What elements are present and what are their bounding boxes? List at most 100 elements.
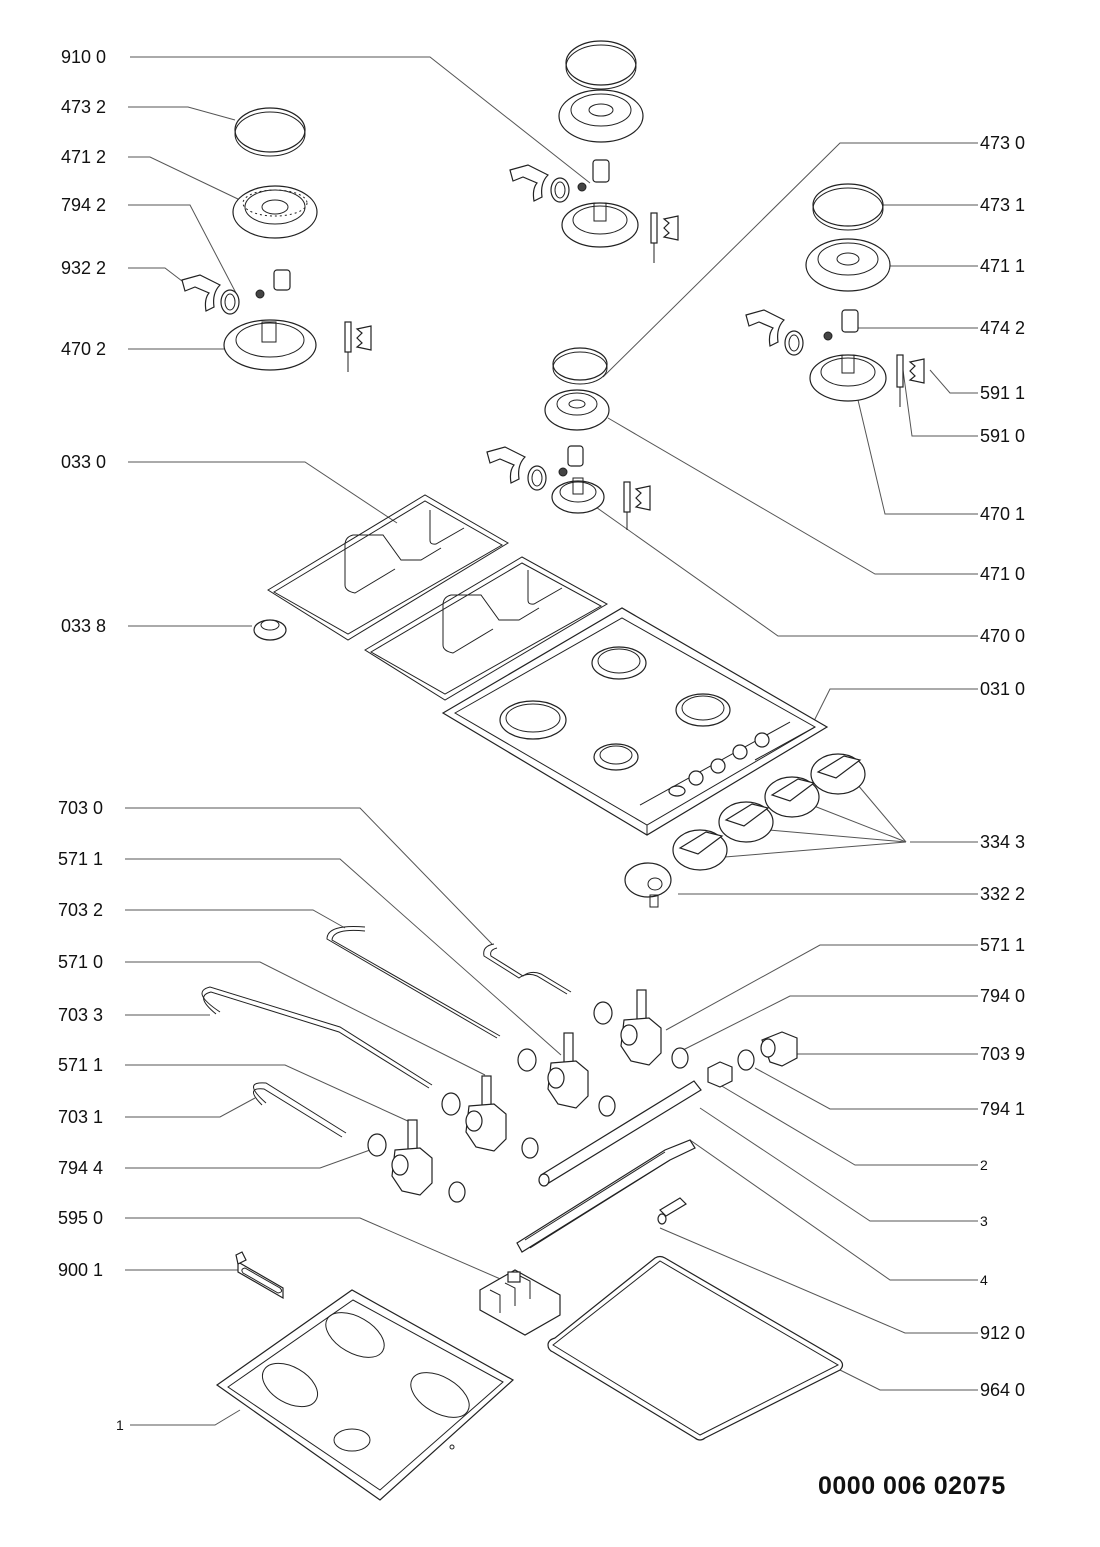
label-470-2: 470 2 — [61, 339, 107, 359]
label-595-0: 595 0 — [58, 1208, 104, 1228]
gas-pipe-703-2 — [326, 926, 498, 1039]
label-571-1b: 571 1 — [58, 1055, 104, 1075]
label-033-8: 033 8 — [61, 616, 107, 636]
burner-assembly-top-center — [509, 40, 679, 263]
label-703-1: 703 1 — [58, 1107, 104, 1127]
leader-470-1 — [857, 399, 978, 515]
gas-tap-3 — [547, 1032, 589, 1109]
leader-471-0 — [607, 417, 978, 575]
label-1: 1 — [116, 1417, 124, 1433]
leader-571-0 — [125, 961, 486, 1076]
leader-571-1b — [125, 1064, 411, 1123]
burner-body-470-2 — [223, 319, 317, 371]
label-471-2: 471 2 — [61, 147, 107, 167]
label-591-1: 591 1 — [980, 383, 1026, 403]
pan-support-right — [364, 556, 609, 701]
leader-473-0 — [602, 142, 978, 378]
label-703-0: 703 0 — [58, 798, 104, 818]
label-2: 2 — [980, 1157, 988, 1173]
label-474-2: 474 2 — [980, 318, 1026, 338]
label-471-0: 471 0 — [980, 564, 1026, 584]
ignition-button-332-2 — [624, 862, 672, 898]
leader-334-3-a — [724, 841, 907, 858]
leader-591-0 — [902, 369, 978, 437]
burner-cap-473-2 — [234, 107, 306, 153]
label-473-1: 473 1 — [980, 195, 1026, 215]
document-code: 0000 006 02075 — [818, 1472, 1006, 1500]
leader-703-2 — [125, 909, 346, 929]
gas-pipe-703-3 — [201, 986, 433, 1086]
screw — [255, 289, 265, 299]
label-471-1: 471 1 — [980, 256, 1026, 276]
leader-932-2 — [128, 267, 183, 282]
electrode-clip — [355, 325, 372, 351]
burner-hole-top — [591, 646, 647, 680]
leader-595-0 — [125, 1217, 506, 1282]
gas-taps — [367, 989, 689, 1203]
label-473-0: 473 0 — [980, 133, 1026, 153]
screw-912-0 — [659, 1197, 687, 1217]
leader-964-0 — [839, 1369, 978, 1391]
label-031-0: 031 0 — [980, 679, 1026, 699]
leader-912-0 — [659, 1227, 978, 1334]
burner-assembly-right — [745, 183, 925, 407]
hob-top — [441, 607, 829, 836]
label-794-2: 794 2 — [61, 195, 107, 215]
electrode — [344, 321, 352, 353]
seal-ring-794-2 — [220, 289, 240, 315]
label-033-0: 033 0 — [61, 452, 107, 472]
leader-794-2 — [128, 204, 238, 296]
label-470-0: 470 0 — [980, 626, 1026, 646]
label-964-0: 964 0 — [980, 1380, 1026, 1400]
label-932-2: 932 2 — [61, 258, 107, 278]
leader-4 — [689, 1139, 978, 1281]
label-794-4: 794 4 — [58, 1158, 104, 1178]
label-794-0: 794 0 — [980, 986, 1026, 1006]
leader-473-2 — [128, 106, 236, 121]
label-4: 4 — [980, 1272, 988, 1288]
support-bar-4 — [516, 1139, 696, 1253]
label-900-1: 900 1 — [58, 1260, 104, 1280]
label-3: 3 — [980, 1213, 988, 1229]
leader-703-0 — [125, 807, 493, 945]
burner-hole-large — [499, 700, 567, 740]
injector — [273, 269, 291, 291]
gas-tap-4 — [620, 989, 662, 1066]
pan-support-grids — [253, 494, 609, 701]
leader-334-3-d — [856, 783, 907, 843]
gas-tap-2 — [465, 1075, 507, 1152]
leader-703-1 — [125, 1097, 256, 1118]
clip-932-2 — [181, 274, 222, 312]
label-910-0: 910 0 — [61, 47, 107, 67]
leader-2 — [719, 1084, 978, 1166]
leader-470-0 — [592, 504, 978, 637]
seal-ring-794-0 — [671, 1047, 689, 1069]
gas-pipe-703-0 — [483, 943, 568, 995]
label-571-1c: 571 1 — [980, 935, 1026, 955]
seal-ring-794-1 — [737, 1049, 755, 1071]
ignition-module-595-0 — [479, 1269, 561, 1336]
leader-471-2 — [128, 156, 241, 201]
label-332-2: 332 2 — [980, 884, 1026, 904]
label-334-3: 334 3 — [980, 832, 1026, 852]
leader-334-3-b — [768, 829, 907, 843]
label-591-0: 591 0 — [980, 426, 1026, 446]
label-703-9: 703 9 — [980, 1044, 1026, 1064]
leader-910-0 — [130, 56, 591, 184]
leader-3 — [699, 1107, 978, 1222]
fixing-bracket-900-1 — [235, 1251, 284, 1300]
manifold-assembly — [516, 1031, 798, 1253]
label-470-1: 470 1 — [980, 504, 1026, 524]
burner-hole-right — [675, 693, 731, 727]
label-703-2: 703 2 — [58, 900, 104, 920]
label-703-3: 703 3 — [58, 1005, 104, 1025]
leader-571-1c — [665, 944, 978, 1031]
leader-lines — [125, 56, 978, 1426]
gas-pipes — [201, 926, 572, 1138]
leader-1 — [130, 1409, 241, 1426]
pan-support-left — [267, 494, 509, 641]
control-knobs — [624, 753, 866, 908]
label-912-0: 912 0 — [980, 1323, 1026, 1343]
burner-crown-471-2 — [232, 185, 318, 239]
label-473-2: 473 2 — [61, 97, 107, 117]
